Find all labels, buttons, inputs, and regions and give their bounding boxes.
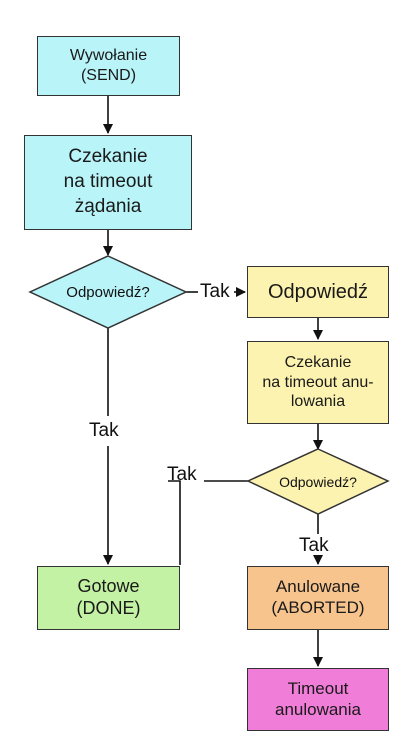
- arrow-decision-right-to-done-b: [168, 480, 181, 565]
- node-call: Wywołanie (SEND): [37, 36, 180, 96]
- node-wait-cancel: Czekanie na timeout anu- lowania: [247, 341, 389, 424]
- node-response: Odpowiedź: [247, 266, 389, 318]
- edge-label-tak-right-down: Tak: [299, 535, 329, 556]
- edge-label-tak-left-to-response: Tak: [200, 281, 230, 302]
- node-wait-request: Czekanie na timeout żądania: [24, 135, 192, 230]
- edge-label-tak-right-to-done: Tak: [167, 464, 197, 485]
- decision-right-label: Odpowiedź?: [279, 473, 357, 490]
- decision-left-shape: [28, 255, 188, 329]
- decision-right-shape: [246, 448, 390, 515]
- node-done: Gotowe (DONE): [37, 566, 180, 630]
- decision-left-label: Odpowiedź?: [66, 283, 150, 301]
- node-aborted: Anulowane (ABORTED): [247, 566, 389, 630]
- node-timeout-cancel: Timeout anulowania: [247, 668, 389, 731]
- edge-label-tak-left-down: Tak: [89, 420, 119, 441]
